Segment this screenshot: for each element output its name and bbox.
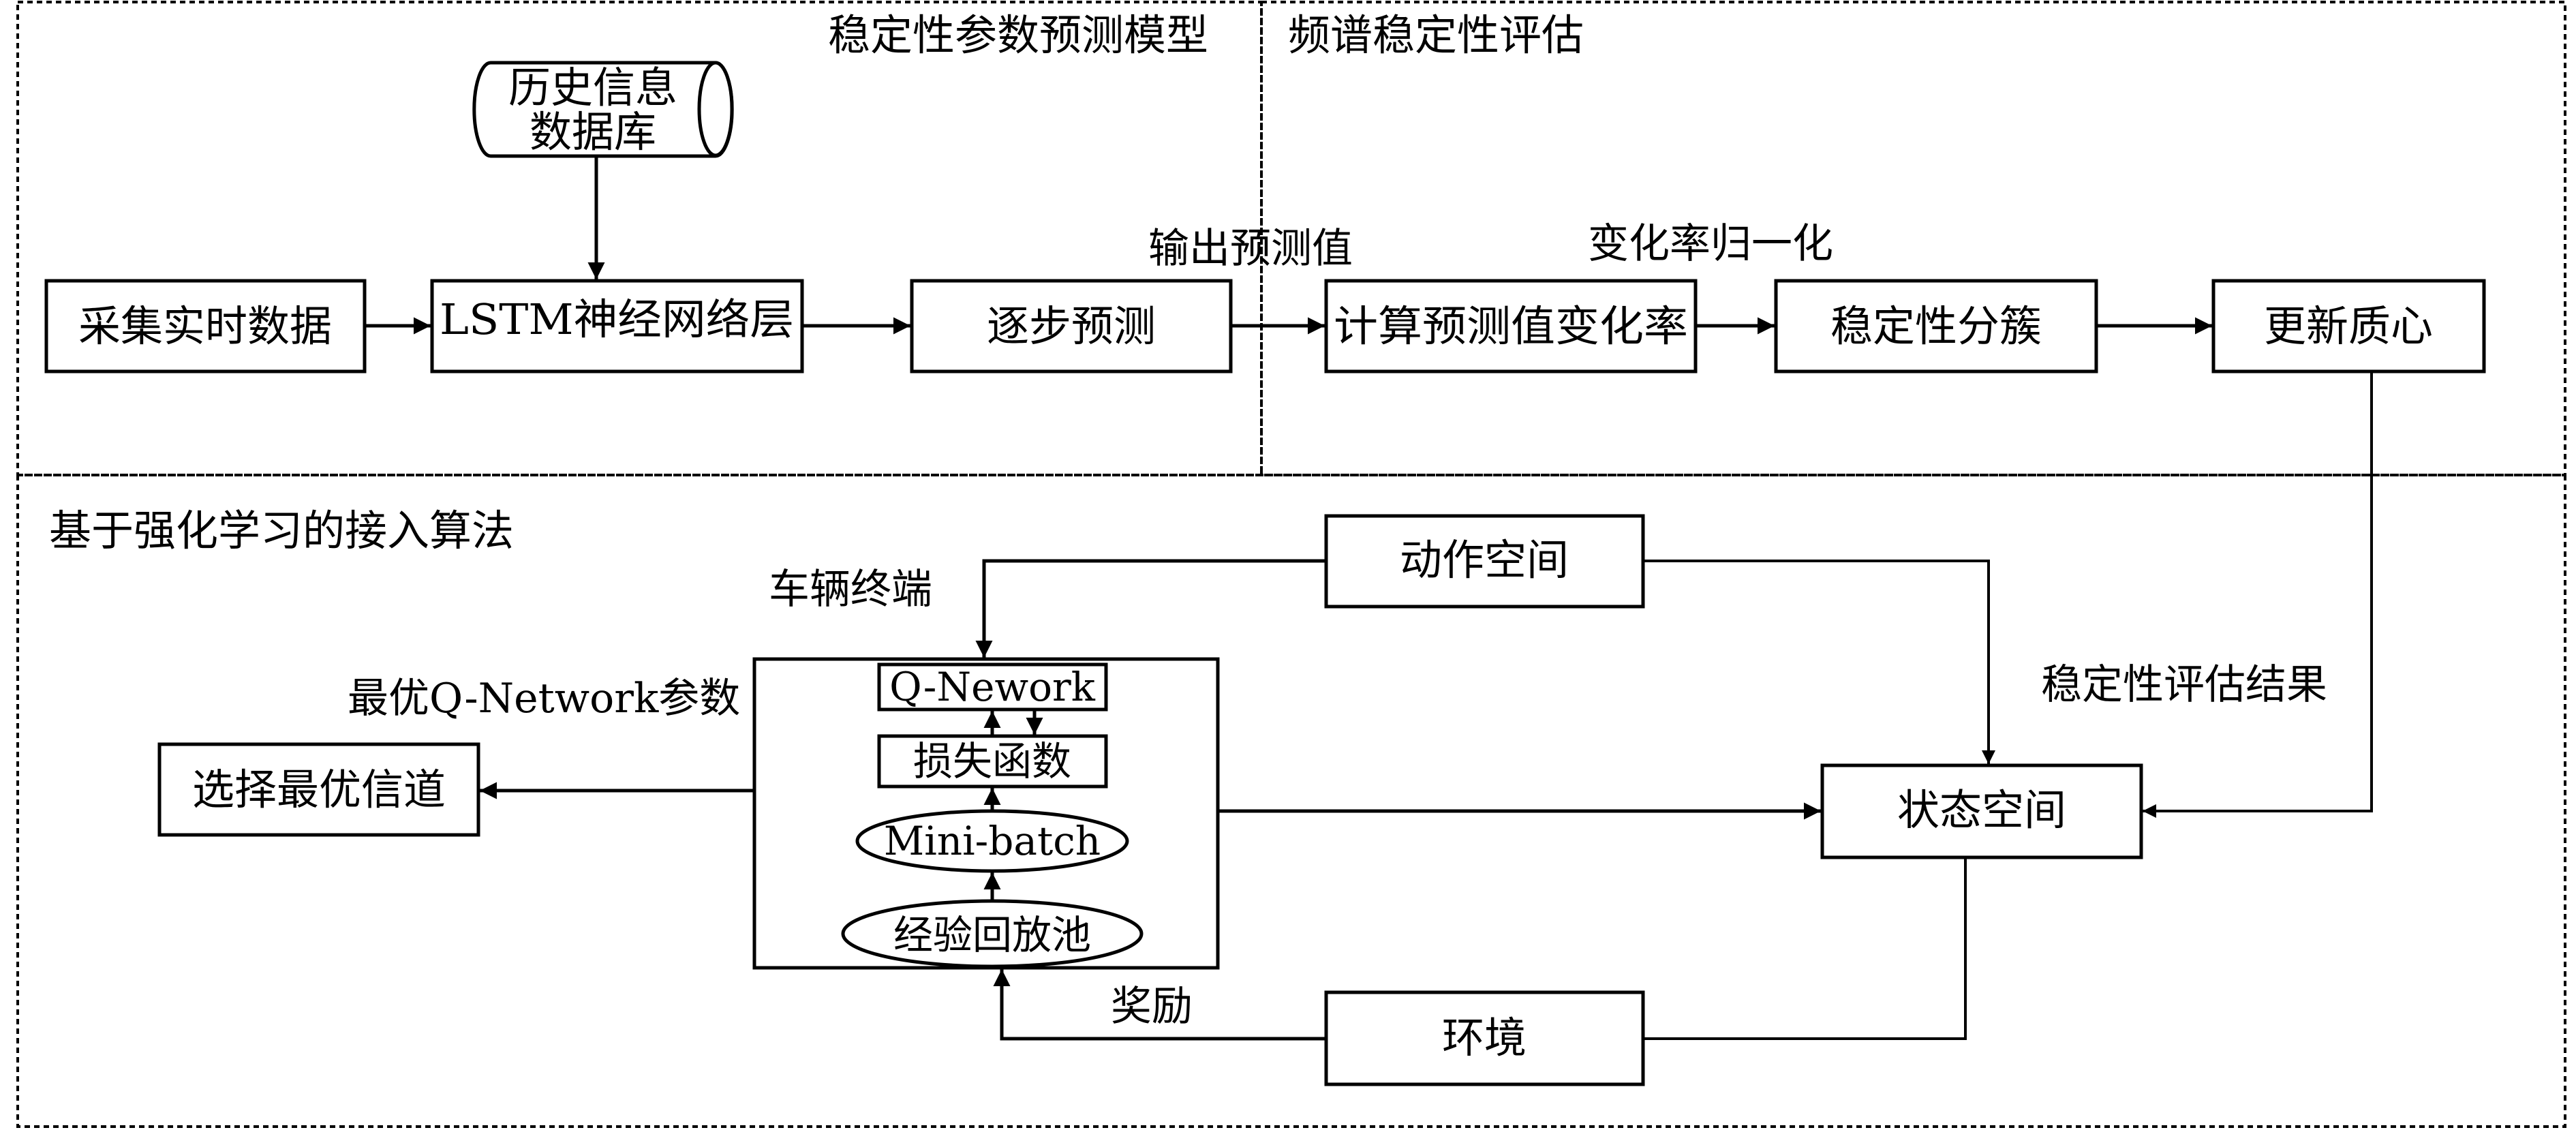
- edge-action-to-state: [1643, 560, 1995, 764]
- edge-environment-to-agent: [993, 969, 1326, 1041]
- replay-pool-label: 经验回放池: [893, 912, 1091, 958]
- action-space-label: 动作空间: [1400, 535, 1569, 585]
- q-network-node[interactable]: Q-Nework: [877, 662, 1108, 712]
- edge-label-stability-result: 稳定性评估结果: [2041, 661, 2327, 709]
- environment-label: 环境: [1442, 1013, 1527, 1063]
- edge-label-vehicle-terminal: 车辆终端: [769, 566, 932, 613]
- panel-spectrum-assessment: [1260, 1, 2566, 476]
- panel-rl-access: [16, 474, 2566, 1128]
- stepwise-predict-label: 逐步预测: [987, 301, 1156, 351]
- q-network-label: Q-Nework: [889, 664, 1096, 710]
- mini-batch-label: Mini-batch: [884, 818, 1101, 864]
- edge-label-optimal-params: 最优Q-Network参数: [348, 675, 740, 722]
- edge-action-to-agent: [975, 559, 1326, 658]
- dqn-agent-node[interactable]: Q-Nework 损失函数 Mini-batch 经验回放池: [752, 657, 1220, 970]
- history-db-line1: 历史信息: [508, 63, 677, 112]
- stability-cluster-label: 稳定性分簇: [1830, 301, 2042, 351]
- collect-data-node[interactable]: 采集实时数据: [44, 279, 367, 373]
- mini-batch-node[interactable]: Mini-batch: [855, 809, 1129, 873]
- action-space-node[interactable]: 动作空间: [1324, 514, 1645, 609]
- collect-data-label: 采集实时数据: [78, 301, 332, 351]
- state-space-node[interactable]: 状态空间: [1820, 763, 2143, 859]
- panel-title-spectrum-assessment: 频谱稳定性评估: [1288, 10, 1584, 60]
- history-db-line2: 数据库: [530, 107, 656, 157]
- panel-title-prediction-model: 稳定性参数预测模型: [828, 10, 1208, 60]
- panel-title-rl-access: 基于强化学习的接入算法: [49, 506, 514, 555]
- loss-function-label: 损失函数: [913, 738, 1071, 784]
- database-cylinder-cap: [697, 61, 734, 157]
- update-centroid-node[interactable]: 更新质心: [2211, 279, 2486, 373]
- history-database-node[interactable]: 历史信息 数据库: [472, 61, 734, 158]
- edge-state-to-environment: [1643, 857, 1967, 1040]
- compute-rate-node[interactable]: 计算预测值变化率: [1324, 279, 1698, 373]
- select-channel-label: 选择最优信道: [192, 765, 446, 814]
- edge-label-normalize-rate: 变化率归一化: [1588, 220, 1833, 268]
- environment-node[interactable]: 环境: [1324, 990, 1645, 1086]
- replay-pool-node[interactable]: 经验回放池: [841, 899, 1144, 968]
- stepwise-predict-node[interactable]: 逐步预测: [910, 279, 1233, 373]
- loss-function-node[interactable]: 损失函数: [877, 734, 1108, 789]
- select-channel-node[interactable]: 选择最优信道: [157, 742, 480, 837]
- edge-label-output-prediction: 输出预测值: [1148, 225, 1353, 273]
- state-space-label: 状态空间: [1897, 785, 2066, 835]
- update-centroid-label: 更新质心: [2264, 301, 2433, 351]
- lstm-layer-label: LSTM神经网络层: [440, 294, 794, 344]
- stability-cluster-node[interactable]: 稳定性分簇: [1774, 279, 2098, 373]
- edge-label-reward: 奖励: [1111, 983, 1193, 1030]
- compute-rate-label: 计算预测值变化率: [1334, 301, 1688, 351]
- edge-centroid-to-state: [2143, 371, 2373, 818]
- lstm-layer-node[interactable]: LSTM神经网络层: [430, 279, 804, 373]
